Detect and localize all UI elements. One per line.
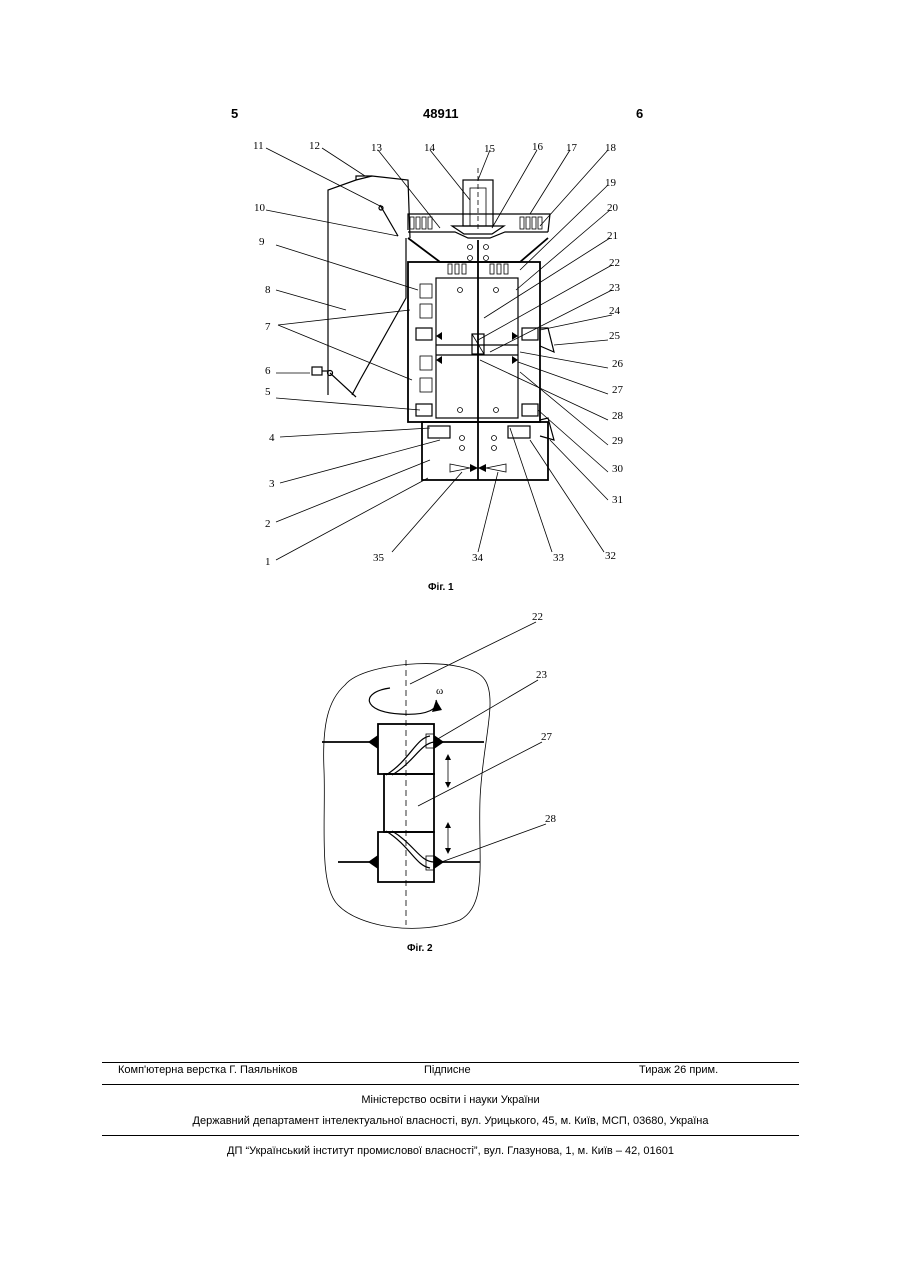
figure-2-drawing: ω 22 23 27 28 Фіг. 2	[0, 0, 901, 980]
footer-signed: Підписне	[424, 1064, 471, 1076]
footer-circulation: Тираж 26 прим.	[639, 1064, 718, 1076]
omega-symbol: ω	[436, 685, 443, 697]
figure-2-caption: Фіг. 2	[407, 943, 433, 954]
fig2-label-23: 23	[536, 669, 548, 681]
fig2-label-22: 22	[532, 611, 543, 623]
fig2-label-27: 27	[541, 731, 553, 743]
footer-institute: ДП “Український інститут промислової вла…	[102, 1145, 799, 1157]
footer-rule-middle	[102, 1084, 799, 1085]
footer-rule-bottom	[102, 1135, 799, 1136]
footer-rule-top	[102, 1062, 799, 1063]
footer-layout-credit: Комп'ютерна верстка Г. Паяльніков	[118, 1064, 298, 1076]
fig2-label-28: 28	[545, 813, 557, 825]
footer-department: Державний департамент інтелектуальної вл…	[102, 1115, 799, 1127]
footer-ministry: Міністерство освіти і науки України	[102, 1094, 799, 1106]
